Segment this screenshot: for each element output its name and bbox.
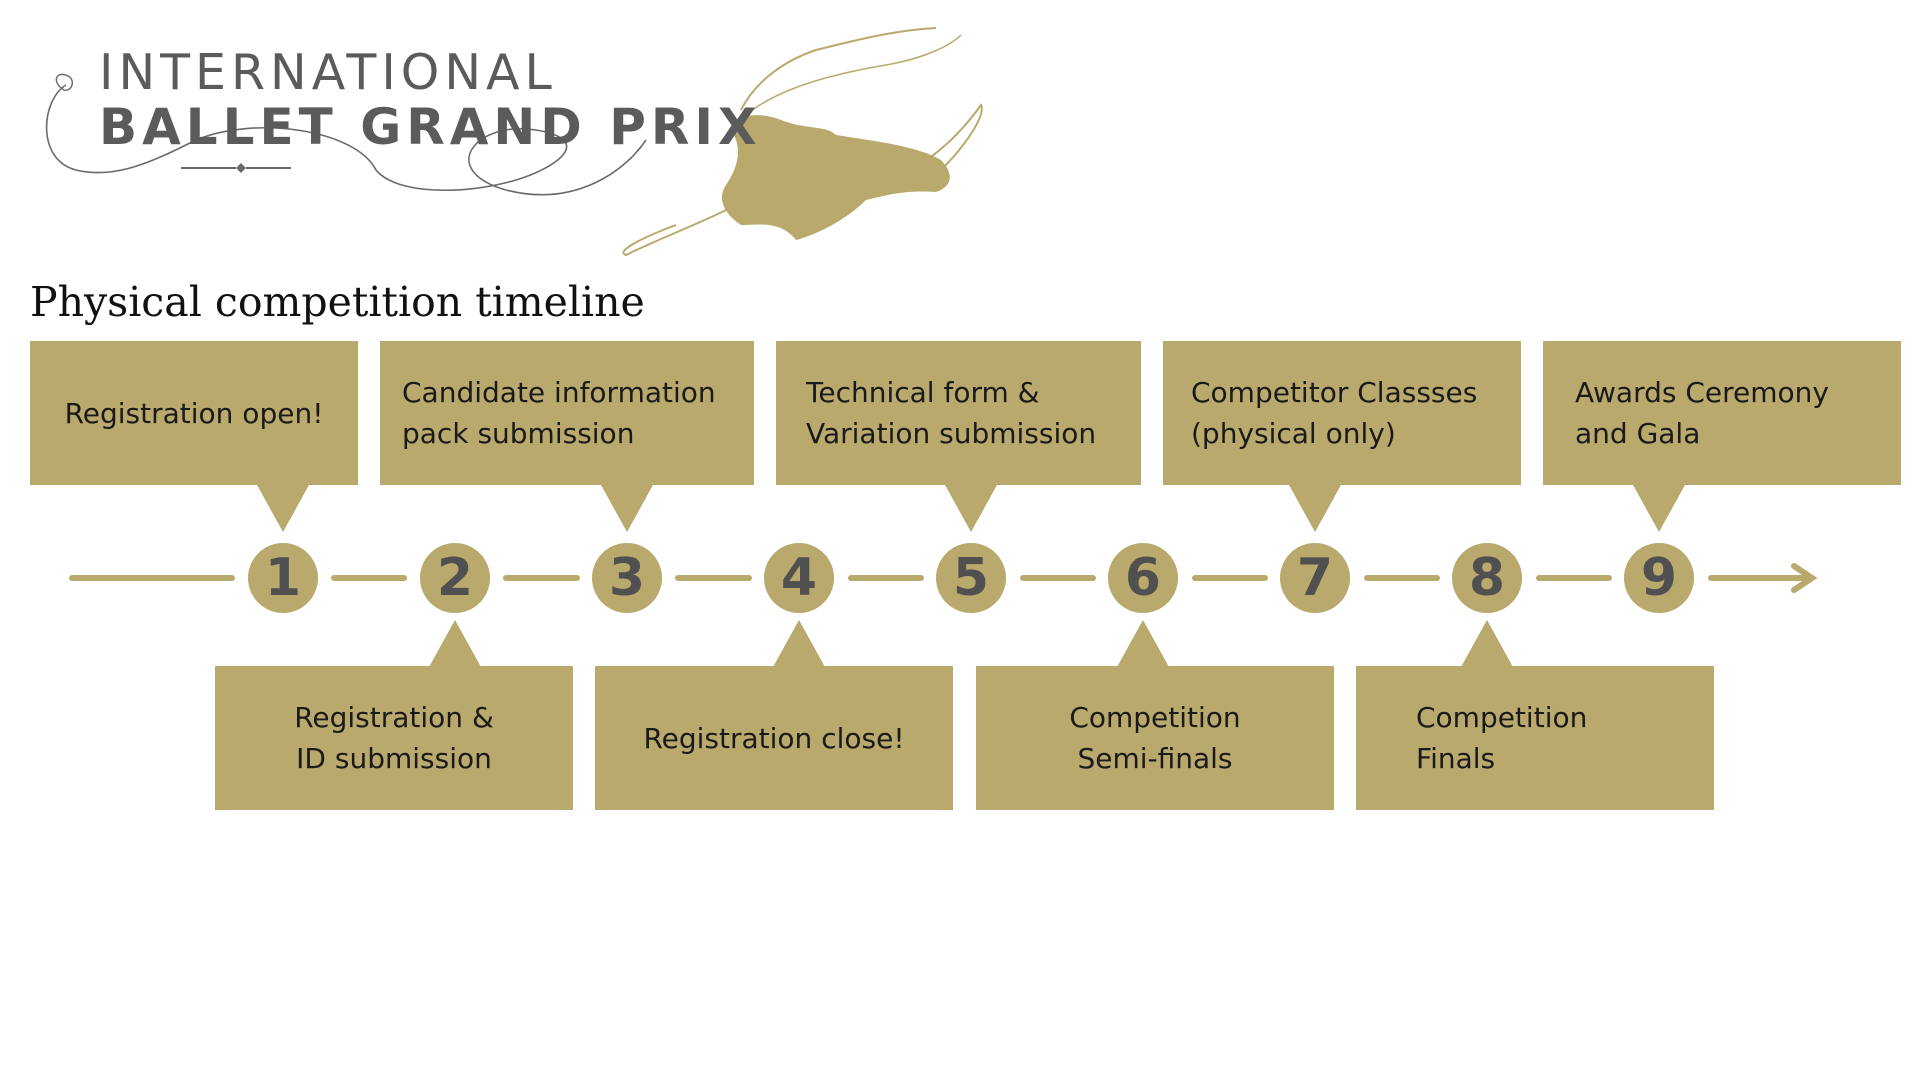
- callout-pointer-3: [601, 485, 653, 532]
- step-number-4: 4: [764, 543, 834, 613]
- step-number-2: 2: [420, 543, 490, 613]
- step-label-6: Competition Semi-finals: [1069, 701, 1241, 775]
- step-number-1: 1: [248, 543, 318, 613]
- ballet-dancer-logo-art: [45, 27, 983, 257]
- callout-pointer-1: [257, 485, 309, 532]
- step-label-7: Competitor Classses (physical only): [1191, 376, 1478, 450]
- logo-title-line1: INTERNATIONAL: [99, 44, 557, 101]
- step-label-8: Competition Finals: [1416, 701, 1588, 775]
- step-label-4: Registration close!: [643, 721, 905, 755]
- step-number-6: 6: [1108, 543, 1178, 613]
- callout-pointer-7: [1289, 485, 1341, 532]
- callout-pointer-6: [1117, 620, 1169, 667]
- step-label-9: Awards Ceremony and Gala: [1575, 376, 1829, 450]
- step-callout-3: Candidate information pack submission: [380, 341, 754, 485]
- step-callout-1: Registration open!: [30, 341, 358, 485]
- step-label-5: Technical form & Variation submission: [806, 376, 1097, 450]
- step-number-3: 3: [592, 543, 662, 613]
- logo-title-line2: BALLET GRAND PRIX: [99, 98, 762, 156]
- step-label-1: Registration open!: [64, 396, 324, 430]
- page-title: Physical competition timeline: [30, 278, 645, 326]
- step-label-2: Registration & ID submission: [294, 701, 494, 775]
- ballet-grand-prix-logo: INTERNATIONAL BALLET GRAND PRIX: [36, 20, 996, 260]
- callout-pointer-4: [773, 620, 825, 667]
- step-number-5: 5: [936, 543, 1006, 613]
- step-callout-9: Awards Ceremony and Gala: [1543, 341, 1901, 485]
- callout-pointer-5: [945, 485, 997, 532]
- step-callout-4: Registration close!: [595, 666, 953, 810]
- step-number-7: 7: [1280, 543, 1350, 613]
- step-callout-6: Competition Semi-finals: [976, 666, 1334, 810]
- callout-pointer-2: [429, 620, 481, 667]
- step-number-9: 9: [1624, 543, 1694, 613]
- callout-pointer-8: [1461, 620, 1513, 667]
- step-label-3: Candidate information pack submission: [402, 376, 716, 450]
- step-callout-8: Competition Finals: [1356, 666, 1714, 810]
- step-number-8: 8: [1452, 543, 1522, 613]
- callout-pointer-9: [1633, 485, 1685, 532]
- step-callout-2: Registration & ID submission: [215, 666, 573, 810]
- step-callout-5: Technical form & Variation submission: [776, 341, 1141, 485]
- step-callout-7: Competitor Classses (physical only): [1163, 341, 1521, 485]
